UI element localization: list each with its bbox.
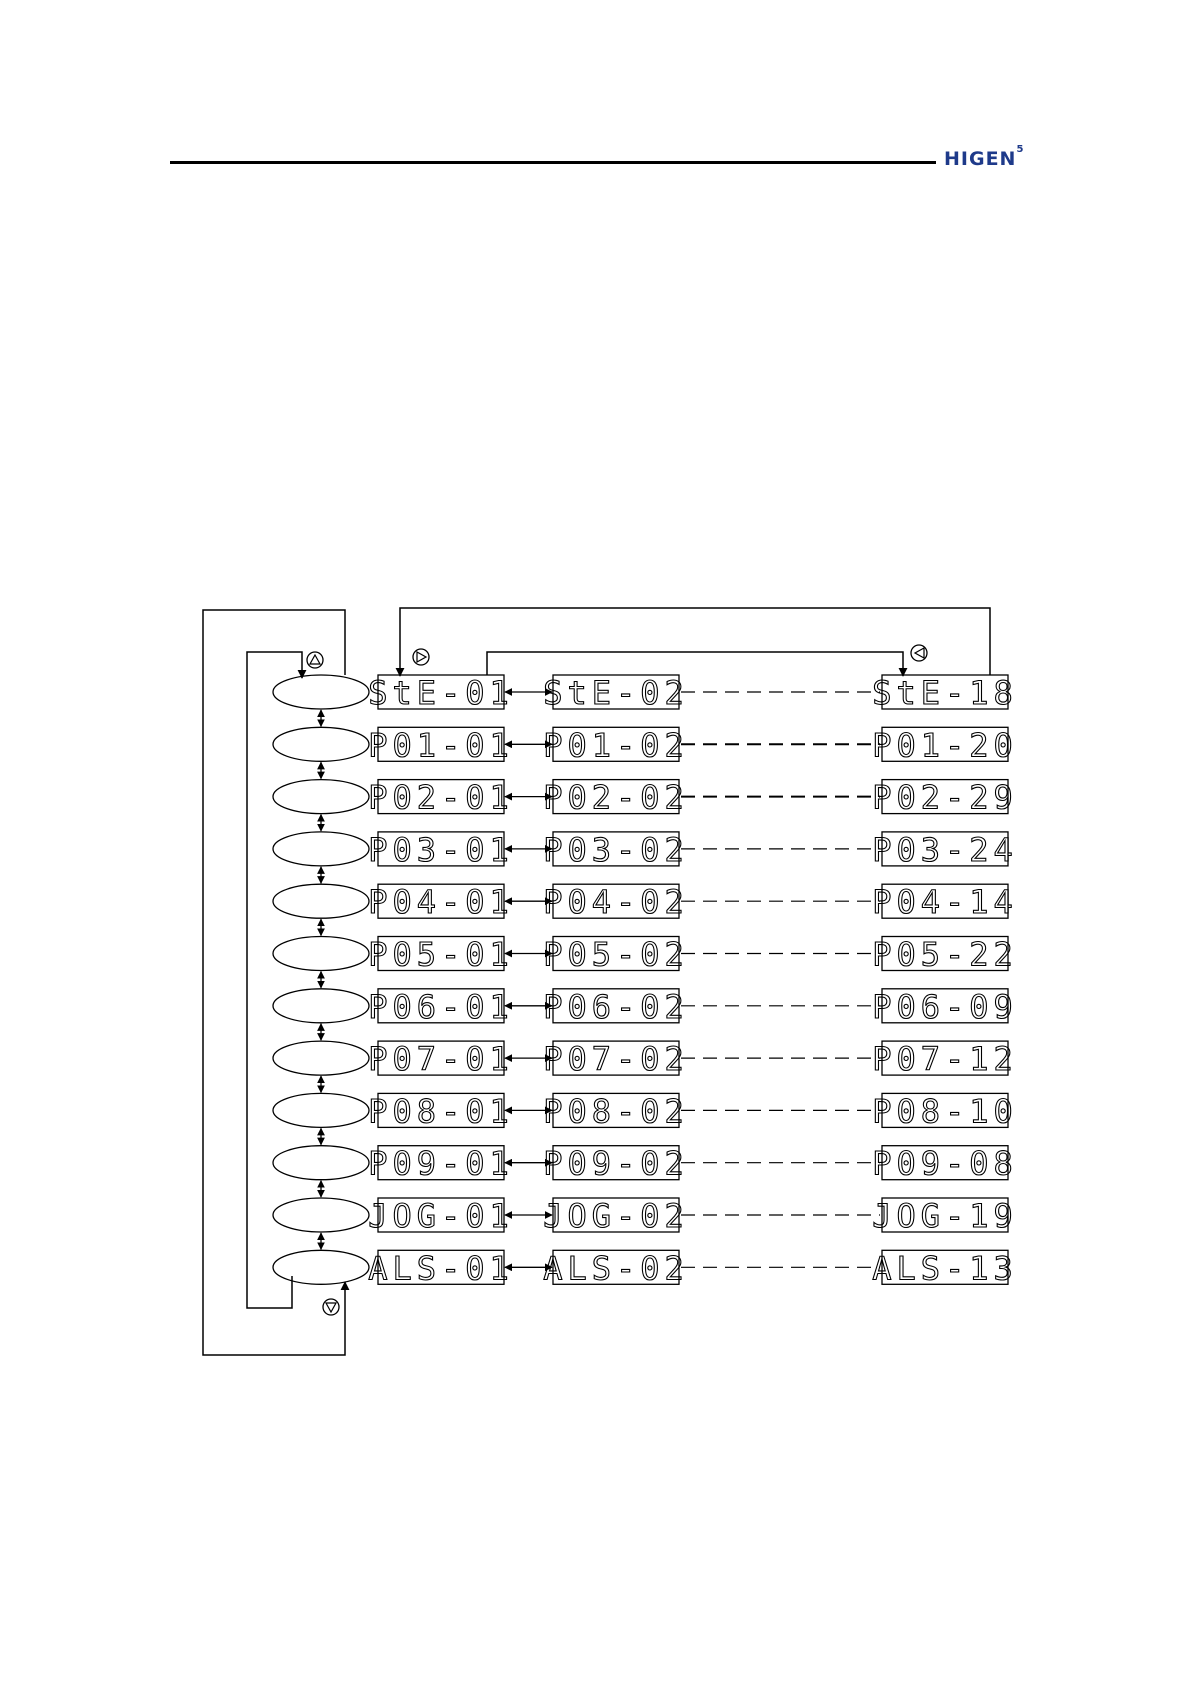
display-readout: P01-20 [872,726,1018,764]
left-key-icon [911,645,927,661]
display-readout: P09-08 [872,1145,1018,1183]
display-readout: P07-02 [543,1040,689,1078]
display-readout: P03-01 [368,831,514,869]
display-readout: ALS-02 [543,1249,689,1287]
display-readout: P06-02 [543,988,689,1026]
display-readout: P07-12 [872,1040,1018,1078]
display-readout: P05-22 [872,936,1018,974]
top-outer-loop-line [400,608,990,676]
display-readout: StE-01 [368,674,514,712]
mode-oval [273,727,369,761]
display-readout: ALS-13 [872,1249,1018,1287]
mode-oval [273,937,369,971]
top-inner-loop-line [487,652,903,676]
mode-oval [273,675,369,709]
mode-oval [273,1041,369,1075]
outer-loop-line [203,610,345,1355]
mode-oval [273,989,369,1023]
display-readout: P07-01 [368,1040,514,1078]
display-readout: P08-02 [543,1092,689,1130]
display-readout: P08-10 [872,1092,1018,1130]
display-readout: P09-01 [368,1145,514,1183]
mode-oval [273,884,369,918]
mode-oval [273,832,369,866]
mode-oval [273,1093,369,1127]
display-readout: P01-02 [543,726,689,764]
display-readout: StE-02 [543,674,689,712]
display-readout: P09-02 [543,1145,689,1183]
up-key-icon [307,652,323,668]
display-readout: P01-01 [368,726,514,764]
display-readout: P04-01 [368,883,514,921]
display-readout: P02-02 [543,779,689,817]
display-readout: P04-14 [872,883,1018,921]
display-readout: P04-02 [543,883,689,921]
right-key-icon [413,649,429,665]
display-readout: JOG-01 [368,1197,514,1235]
display-readout: P03-02 [543,831,689,869]
display-readout: P03-24 [872,831,1018,869]
display-readout: StE-18 [872,674,1018,712]
display-readout: JOG-19 [872,1197,1018,1235]
mode-oval [273,780,369,814]
mode-oval [273,1198,369,1232]
display-readout: P05-02 [543,936,689,974]
display-readout: P02-29 [872,779,1018,817]
display-readout: P08-01 [368,1092,514,1130]
display-readout: P06-09 [872,988,1018,1026]
down-key-icon [323,1299,339,1315]
display-readout: P02-01 [368,779,514,817]
mode-oval [273,1250,369,1284]
display-readout: JOG-02 [543,1197,689,1235]
display-readout: P05-01 [368,936,514,974]
display-readout: ALS-01 [368,1249,514,1287]
display-readout: P06-01 [368,988,514,1026]
mode-oval [273,1146,369,1180]
